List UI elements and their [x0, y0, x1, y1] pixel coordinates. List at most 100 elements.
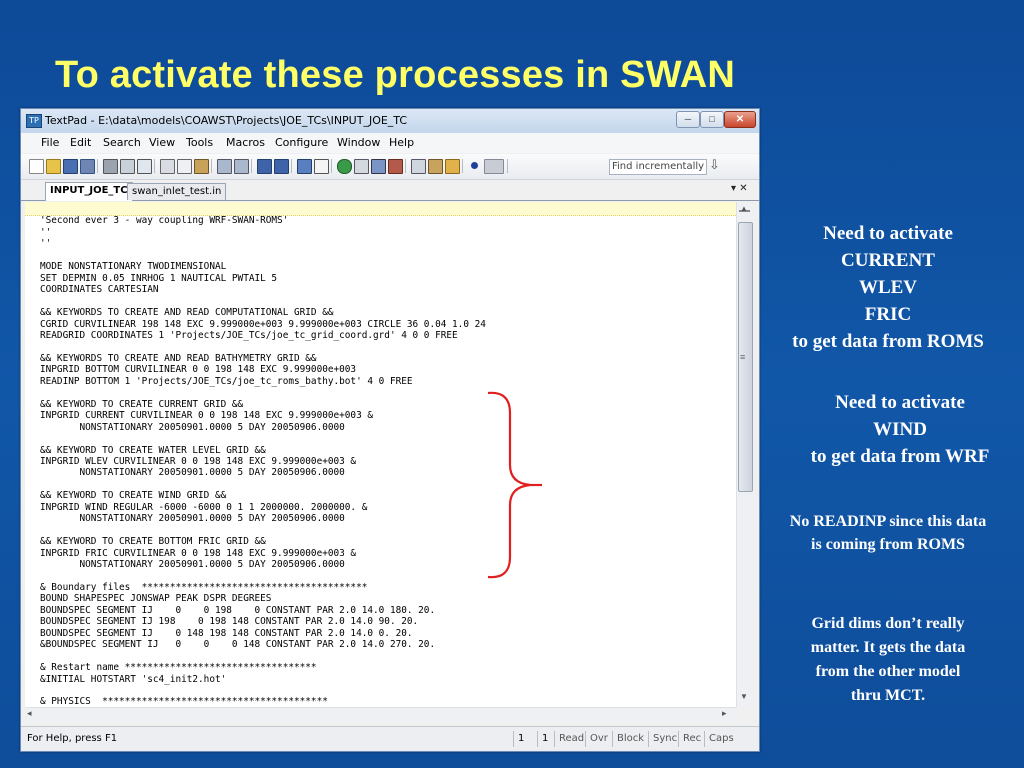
status-block[interactable]: Block [612, 731, 648, 747]
open-file-icon[interactable] [46, 159, 61, 174]
status-caps: Caps [704, 731, 738, 747]
slide-title: To activate these processes in SWAN [55, 54, 735, 96]
replace-icon[interactable] [428, 159, 443, 174]
toolbar-separator [251, 159, 252, 173]
word-wrap-icon[interactable] [297, 159, 312, 174]
toolbar: Find incrementally ⇩ [21, 154, 759, 180]
split-handle[interactable] [739, 210, 750, 212]
pilcrow-icon[interactable] [314, 159, 329, 174]
annotation-line: to get data from ROMS [792, 331, 984, 352]
annotation-line: FRIC [864, 304, 912, 325]
menu-tools[interactable]: Tools [186, 136, 214, 149]
red-curly-brace [487, 391, 542, 579]
annotation-line: Need to activate [835, 392, 965, 413]
scroll-right-icon[interactable]: ▸ [722, 708, 727, 718]
search-icon[interactable] [411, 159, 426, 174]
tab-close-controls[interactable]: ▾ ✕ [731, 183, 748, 194]
save-icon[interactable] [63, 159, 78, 174]
menu-macros[interactable]: Macros [226, 136, 266, 149]
annotation-line: to get data from WRF [810, 446, 990, 467]
undo-icon[interactable] [217, 159, 232, 174]
toolbar-separator [507, 159, 508, 173]
outdent-icon[interactable] [274, 159, 289, 174]
macro-play-icon[interactable] [484, 159, 504, 174]
scroll-grip-icon: ≡ [740, 352, 746, 362]
annotation-line: from the other model [815, 663, 961, 680]
print-icon[interactable] [103, 159, 118, 174]
annotation-grid-dims-note: Grid dims don’t really matter. It gets t… [778, 612, 998, 708]
macro-record-icon[interactable] [471, 162, 478, 169]
annotation-line: is coming from ROMS [811, 536, 965, 553]
web-icon[interactable] [337, 159, 352, 174]
menu-file[interactable]: File [41, 136, 60, 149]
title-bar[interactable]: TP TextPad - E:\data\models\COAWST\Proje… [21, 109, 759, 133]
document-tabs: INPUT_JOE_TC swan_inlet_test.in ▾ ✕ [21, 180, 759, 201]
toolbar-separator [331, 159, 332, 173]
menu-search[interactable]: Search [103, 136, 141, 149]
window-title: TextPad - E:\data\models\COAWST\Projects… [45, 114, 408, 127]
menu-help[interactable]: Help [389, 136, 415, 149]
scroll-down-icon[interactable]: ▼ [740, 692, 748, 701]
spell-check-icon[interactable] [354, 159, 369, 174]
print-preview-icon[interactable] [120, 159, 135, 174]
toolbar-separator [462, 159, 463, 173]
editor-content[interactable]: PROJECT 'Joe_TC' '1' 'Second ever 3 - wa… [40, 204, 486, 707]
horizontal-scrollbar[interactable]: ◂ ▸ [25, 707, 736, 722]
new-file-icon[interactable] [29, 159, 44, 174]
toolbar-separator [211, 159, 212, 173]
status-overwrite[interactable]: Ovr [585, 731, 612, 747]
indent-icon[interactable] [257, 159, 272, 174]
find-incrementally-input[interactable]: Find incrementally [609, 159, 707, 175]
menu-edit[interactable]: Edit [70, 136, 92, 149]
close-button[interactable]: ✕ [724, 111, 756, 128]
annotation-line: Need to activate [823, 223, 953, 244]
sort-icon[interactable] [371, 159, 386, 174]
status-bar: For Help, press F1 1 1 Read Ovr Block Sy… [21, 726, 759, 751]
menu-bar: File Edit Search View Tools Macros Confi… [21, 133, 759, 153]
status-column-number: 1 [537, 731, 552, 747]
toolbar-separator [291, 159, 292, 173]
textpad-window: TP TextPad - E:\data\models\COAWST\Proje… [20, 108, 760, 752]
redo-icon[interactable] [234, 159, 249, 174]
annotation-line: CURRENT [841, 250, 935, 271]
annotation-wrf-note: Need to activate WIND to get data from W… [790, 389, 1010, 470]
save-all-icon[interactable] [80, 159, 95, 174]
status-line-number: 1 [513, 731, 528, 747]
tab-swan-inlet-test[interactable]: swan_inlet_test.in [127, 183, 227, 200]
toolbar-separator [405, 159, 406, 173]
toolbar-separator [97, 159, 98, 173]
menu-view[interactable]: View [149, 136, 176, 149]
annotation-roms-note: Need to activate CURRENT WLEV FRIC to ge… [770, 220, 1006, 355]
menu-configure[interactable]: Configure [275, 136, 329, 149]
annotation-line: No READINP since this data [789, 513, 987, 530]
menu-window[interactable]: Window [337, 136, 381, 149]
maximize-button[interactable]: □ [700, 111, 724, 128]
copy-icon[interactable] [177, 159, 192, 174]
annotation-line: matter. It gets the data [810, 639, 966, 656]
tab-input-joe-tc[interactable]: INPUT_JOE_TC [45, 182, 133, 201]
text-editor[interactable]: PROJECT 'Joe_TC' '1' 'Second ever 3 - wa… [25, 202, 736, 707]
status-help-text: For Help, press F1 [27, 733, 118, 744]
toolbar-separator [154, 159, 155, 173]
compare-icon[interactable] [388, 159, 403, 174]
annotation-line: WLEV [858, 277, 918, 298]
status-read[interactable]: Read [554, 731, 588, 747]
textpad-app-icon: TP [26, 114, 42, 128]
status-sync[interactable]: Sync [648, 731, 681, 747]
find-next-icon[interactable]: ⇩ [709, 157, 720, 172]
minimize-button[interactable]: ─ [676, 111, 700, 128]
status-record[interactable]: Rec [678, 731, 705, 747]
vertical-scrollbar[interactable]: ▲ ≡ ▼ [736, 202, 754, 707]
properties-icon[interactable] [137, 159, 152, 174]
cut-icon[interactable] [160, 159, 175, 174]
paste-icon[interactable] [194, 159, 209, 174]
scroll-up-icon[interactable]: ▲ [740, 204, 748, 213]
annotation-line: thru MCT. [850, 687, 926, 704]
find-files-icon[interactable] [445, 159, 460, 174]
annotation-line: WIND [873, 419, 927, 440]
annotation-readinp-note: No READINP since this data is coming fro… [762, 510, 1014, 556]
current-line-highlight [25, 202, 736, 216]
scroll-left-icon[interactable]: ◂ [27, 708, 32, 718]
annotation-line: Grid dims don’t really [811, 615, 965, 632]
scroll-thumb[interactable] [738, 222, 753, 492]
